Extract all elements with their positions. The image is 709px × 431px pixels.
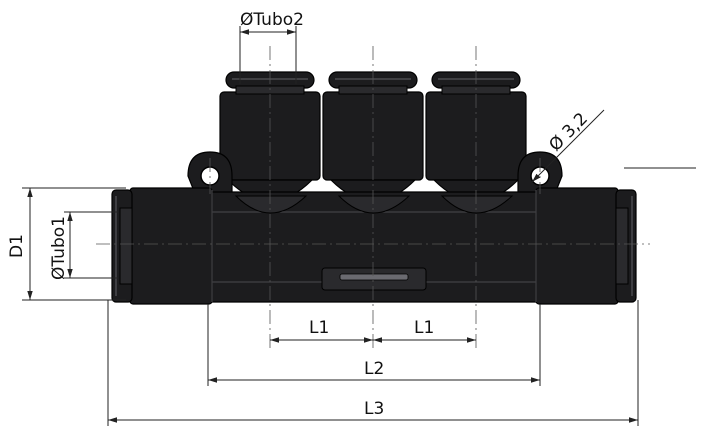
dim-tubo2: ØTubo2 (239, 10, 304, 84)
label-l1-left: L1 (309, 318, 329, 338)
label-l3: L3 (364, 399, 384, 419)
dim-hole: Ø 3,2 (531, 109, 605, 183)
side-outlet-right (535, 187, 637, 305)
dim-l1: L1 L1 (270, 318, 476, 343)
manifold-fitting (111, 71, 637, 305)
dim-tubo1: ØTubo1 (49, 211, 118, 280)
side-outlet-left (111, 187, 213, 305)
mounting-ear-left (187, 151, 233, 197)
dim-d1: D1 (7, 187, 126, 301)
label-d1: D1 (7, 234, 27, 258)
label-l1-right: L1 (414, 318, 434, 338)
label-hole: Ø 3,2 (545, 109, 592, 156)
label-tubo1: ØTubo1 (49, 216, 69, 280)
label-l2: L2 (364, 359, 384, 379)
dim-l2: L2 (207, 304, 541, 386)
center-lines (96, 46, 696, 348)
label-tubo2: ØTubo2 (240, 10, 304, 30)
dim-l3: L3 (107, 300, 639, 426)
main-body (207, 191, 541, 303)
